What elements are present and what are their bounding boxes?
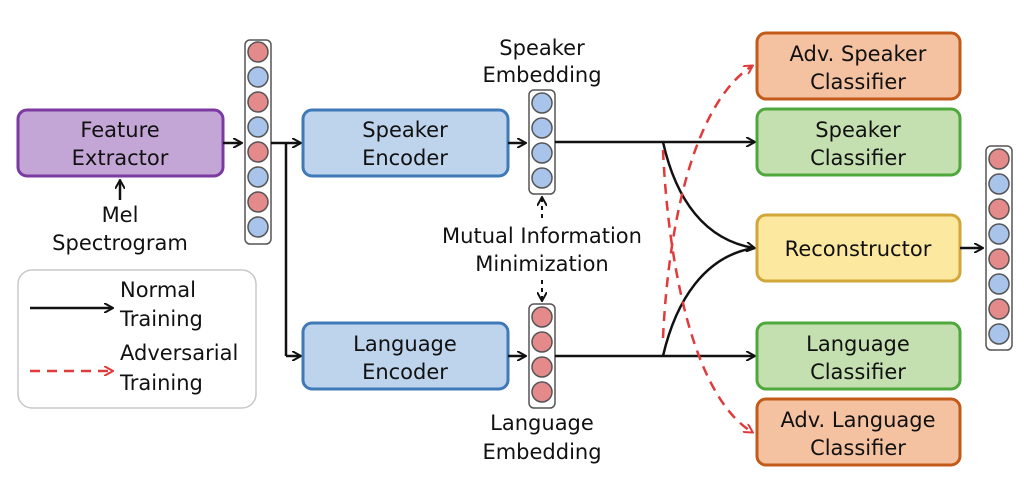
- adv-language-classifier-label-1: Adv. Language: [780, 408, 935, 432]
- mel-label-2: Spectrogram: [52, 231, 188, 255]
- legend-frame: [17, 269, 257, 409]
- mi-label-2: Minimization: [475, 252, 609, 276]
- speaker-classifier-label-1: Speaker: [815, 118, 901, 142]
- language-encoder-label-2: Encoder: [362, 360, 448, 384]
- adv-speaker-classifier-block: [755, 31, 962, 101]
- adv-speaker-dashed-path: [661, 66, 752, 339]
- language-embedding-label-2: Embedding: [482, 440, 601, 464]
- feature-extractor-label-2: Extractor: [72, 146, 169, 170]
- speaker-encoder-label-1: Speaker: [362, 118, 448, 142]
- adv-language-classifier-block: [755, 397, 962, 467]
- mi-label-1: Mutual Information: [442, 224, 642, 248]
- legend-normal-label-2: Training: [119, 307, 203, 331]
- speaker-embedding-label-2: Embedding: [482, 63, 601, 87]
- legend-normal-label-1: Normal: [120, 278, 196, 302]
- language-classifier-label-2: Classifier: [810, 360, 906, 384]
- output-vector: [985, 145, 1013, 351]
- speaker-classifier-block: [755, 107, 962, 177]
- adv-speaker-classifier-label-1: Adv. Speaker: [790, 42, 927, 66]
- legend-adversarial-label-1: Adversarial: [120, 341, 238, 365]
- adv-speaker-classifier-label-2: Classifier: [810, 70, 906, 94]
- speaker-encoder-label-2: Encoder: [362, 146, 448, 170]
- language-to-reconstructor-curve: [661, 246, 755, 357]
- language-encoder-label-1: Language: [353, 332, 457, 356]
- speaker-embedding-label-1: Speaker: [499, 36, 585, 60]
- speaker-classifier-label-2: Classifier: [810, 146, 906, 170]
- speaker-to-reconstructor-curve: [661, 141, 754, 248]
- adv-language-dashed-path: [661, 149, 752, 432]
- feature-extractor-label-1: Feature: [80, 118, 159, 142]
- legend-adversarial-label-2: Training: [119, 371, 203, 395]
- language-classifier-label-1: Language: [806, 332, 910, 356]
- language-classifier-block: [755, 321, 962, 391]
- adv-language-classifier-label-2: Classifier: [810, 436, 906, 460]
- reconstructor-label: Reconstructor: [785, 237, 932, 261]
- mel-label-1: Mel: [102, 203, 139, 227]
- language-embedding-label-1: Language: [490, 411, 594, 435]
